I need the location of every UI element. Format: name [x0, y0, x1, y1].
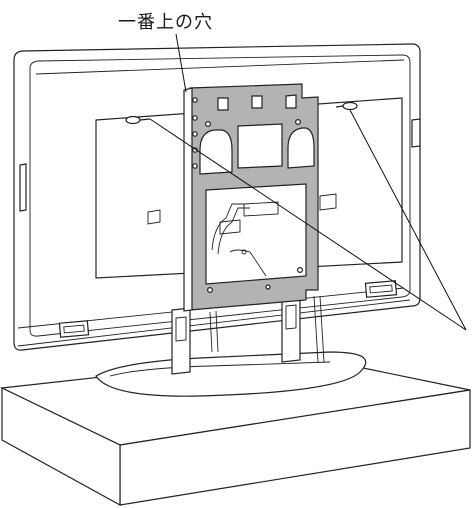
tv-stand-base: [95, 351, 367, 397]
callout-top-hole-label: 一番上の穴: [118, 12, 213, 33]
tv-stand-posts: [171, 295, 325, 375]
mounting-bracket: [183, 83, 319, 312]
callout-leader-lines: [149, 33, 467, 331]
mounting-screws: [125, 101, 358, 125]
